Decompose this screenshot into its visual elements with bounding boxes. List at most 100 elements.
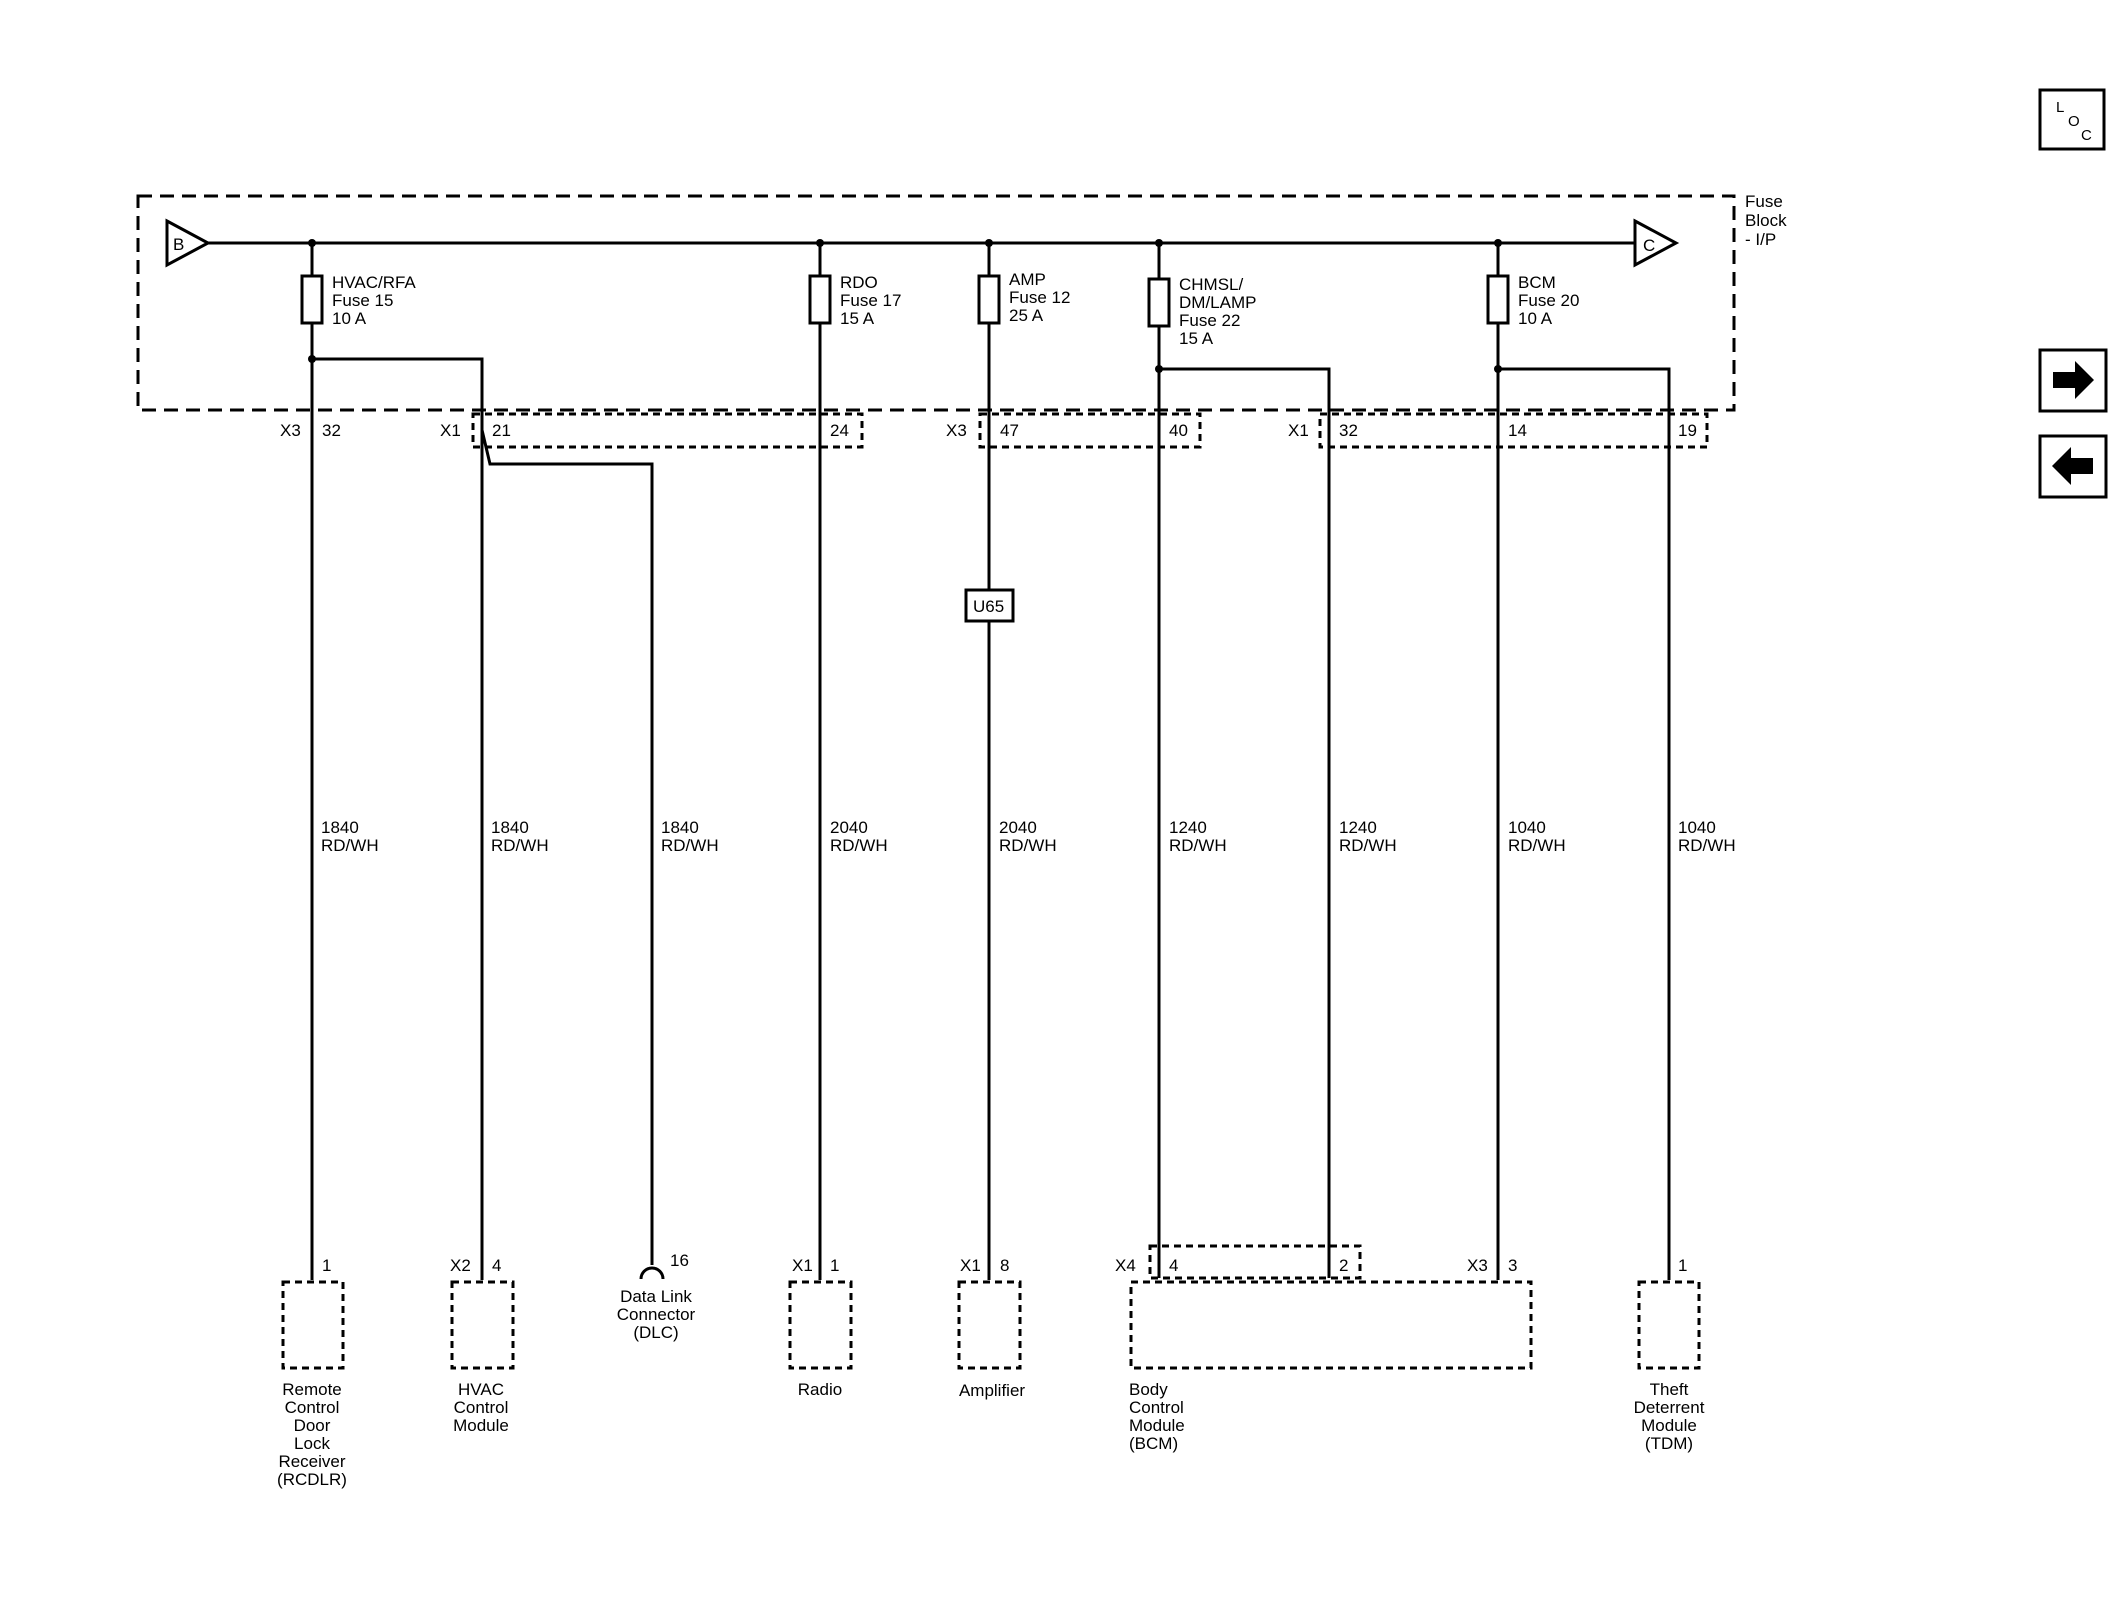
- rcdlr-label-4: Lock: [294, 1434, 330, 1453]
- radio-outline: [788, 1280, 853, 1370]
- conn-x1-label: X1: [440, 421, 461, 440]
- bus-start-label: B: [173, 235, 184, 254]
- fuse-block-label-3: - I/P: [1745, 230, 1776, 249]
- fuse-12-symbol: [977, 274, 1001, 325]
- fuse-20-symbol: [1486, 274, 1510, 325]
- dlc-label-2: Connector: [617, 1305, 696, 1324]
- fuse-12-rating: 25 A: [1009, 306, 1044, 325]
- hvac-conn-label: X2: [450, 1256, 471, 1275]
- wire-color-label: RD/WH: [1339, 836, 1397, 855]
- fuse-block-outline: [136, 194, 1736, 412]
- next-page-button[interactable]: [2038, 348, 2108, 413]
- wire-gauge-label: 1040: [1508, 818, 1546, 837]
- amp-conn-label: X1: [960, 1256, 981, 1275]
- rcdlr-label-2: Control: [285, 1398, 340, 1417]
- fuse-22-symbol: [1147, 277, 1171, 328]
- splice-u65-label: U65: [973, 597, 1004, 616]
- radio-pin-label: 1: [830, 1256, 839, 1275]
- rcdlr-label-6: (RCDLR): [277, 1470, 347, 1489]
- pin-19-label: 19: [1678, 421, 1697, 440]
- fuse-22-name: CHMSL/: [1179, 275, 1244, 294]
- rcdlr-label-3: Door: [294, 1416, 331, 1435]
- wire-gauge-label: 2040: [999, 818, 1037, 837]
- wire-color-label: RD/WH: [999, 836, 1057, 855]
- wire-color-label: RD/WH: [1678, 836, 1736, 855]
- tdm-pin-label: 1: [1678, 1256, 1687, 1275]
- bcm-pin-3-label: 3: [1508, 1256, 1517, 1275]
- rcdlr-outline: [281, 1280, 345, 1370]
- fuse-15-rating: 10 A: [332, 309, 367, 328]
- location-button-frame[interactable]: [2038, 88, 2106, 151]
- fuse-block-label-2: Block: [1745, 211, 1787, 230]
- bcm-label-3: Module: [1129, 1416, 1185, 1435]
- tdm-label-4: (TDM): [1645, 1434, 1693, 1453]
- circuit-bcm-b-wire: [1159, 367, 1331, 1278]
- radio-conn-label: X1: [792, 1256, 813, 1275]
- pin-40-label: 40: [1169, 421, 1188, 440]
- conn-x1-label: X1: [1288, 421, 1309, 440]
- rcdlr-label-5: Receiver: [278, 1452, 345, 1471]
- location-button[interactable]: L O C: [2038, 88, 2106, 151]
- fuse-15-number: Fuse 15: [332, 291, 393, 310]
- fuse-20-rating: 10 A: [1518, 309, 1553, 328]
- pin-14-label: 14: [1508, 421, 1527, 440]
- fuse-17-symbol: [808, 274, 832, 325]
- connector-x1-a-outline: [471, 412, 864, 449]
- hvac-pin-label: 4: [492, 1256, 501, 1275]
- fuse-block-label-1: Fuse: [1745, 192, 1783, 211]
- tdm-label-1: Theft: [1650, 1380, 1689, 1399]
- dlc-terminal-icon: [639, 1266, 665, 1280]
- fuse-22-rating: 15 A: [1179, 329, 1214, 348]
- wire-color-label: RD/WH: [491, 836, 549, 855]
- bus-end-label: C: [1643, 236, 1655, 255]
- wire-gauge-label: 1840: [321, 818, 359, 837]
- tdm-label-2: Deterrent: [1634, 1398, 1705, 1417]
- amp-pin-label: 8: [1000, 1256, 1009, 1275]
- conn-x3-label: X3: [280, 421, 301, 440]
- arrow-left-icon: [2052, 447, 2093, 485]
- fuse-15-name: HVAC/RFA: [332, 273, 416, 292]
- tdm-label-3: Module: [1641, 1416, 1697, 1435]
- connector-x1-b-outline: [1318, 412, 1709, 449]
- fuse-12-name: AMP: [1009, 270, 1046, 289]
- dlc-label-1: Data Link: [620, 1287, 692, 1306]
- bcm-conn-x3-label: X3: [1467, 1256, 1488, 1275]
- wire-gauge-label: 1840: [661, 818, 699, 837]
- fuse-15-symbol: [300, 274, 324, 325]
- rcdlr-label-1: Remote: [282, 1380, 342, 1399]
- wire-gauge-label: 2040: [830, 818, 868, 837]
- fuse-17-number: Fuse 17: [840, 291, 901, 310]
- splice-u65-box: [964, 588, 1015, 623]
- bcm-label-1: Body: [1129, 1380, 1168, 1399]
- bus-end-flag: [1633, 218, 1680, 268]
- bcm-outline: [1129, 1280, 1533, 1370]
- dlc-pin-label: 16: [670, 1251, 689, 1270]
- bcm-pin-4-label: 4: [1169, 1256, 1178, 1275]
- circuit-tdm-wire: [1498, 367, 1671, 1280]
- location-button-l: L: [2056, 99, 2064, 116]
- wire-color-label: RD/WH: [1508, 836, 1566, 855]
- connector-x3-b-outline: [978, 412, 1202, 449]
- pin-32-label: 32: [1339, 421, 1358, 440]
- hvac-module-outline: [450, 1280, 515, 1370]
- fuse-20-name: BCM: [1518, 273, 1556, 292]
- circuit-hvac-wire: [312, 357, 484, 1280]
- fuse-22-name-2: DM/LAMP: [1179, 293, 1256, 312]
- wire-color-label: RD/WH: [321, 836, 379, 855]
- bcm-x4-connector-outline: [1148, 1244, 1362, 1280]
- radio-label: Radio: [798, 1380, 842, 1399]
- hvac-label-2: Control: [454, 1398, 509, 1417]
- wire-gauge-label: 1240: [1339, 818, 1377, 837]
- wire-color-label: RD/WH: [1169, 836, 1227, 855]
- fuse-12-number: Fuse 12: [1009, 288, 1070, 307]
- fuse-17-name: RDO: [840, 273, 878, 292]
- pin-21-label: 21: [492, 421, 511, 440]
- previous-page-button[interactable]: [2038, 434, 2108, 499]
- bus-start-flag: [165, 218, 212, 268]
- bcm-label-4: (BCM): [1129, 1434, 1178, 1453]
- amplifier-label: Amplifier: [959, 1381, 1025, 1400]
- hvac-label-3: Module: [453, 1416, 509, 1435]
- hvac-label-1: HVAC: [458, 1380, 504, 1399]
- rcdlr-pin-label: 1: [322, 1256, 331, 1275]
- wire-gauge-label: 1040: [1678, 818, 1716, 837]
